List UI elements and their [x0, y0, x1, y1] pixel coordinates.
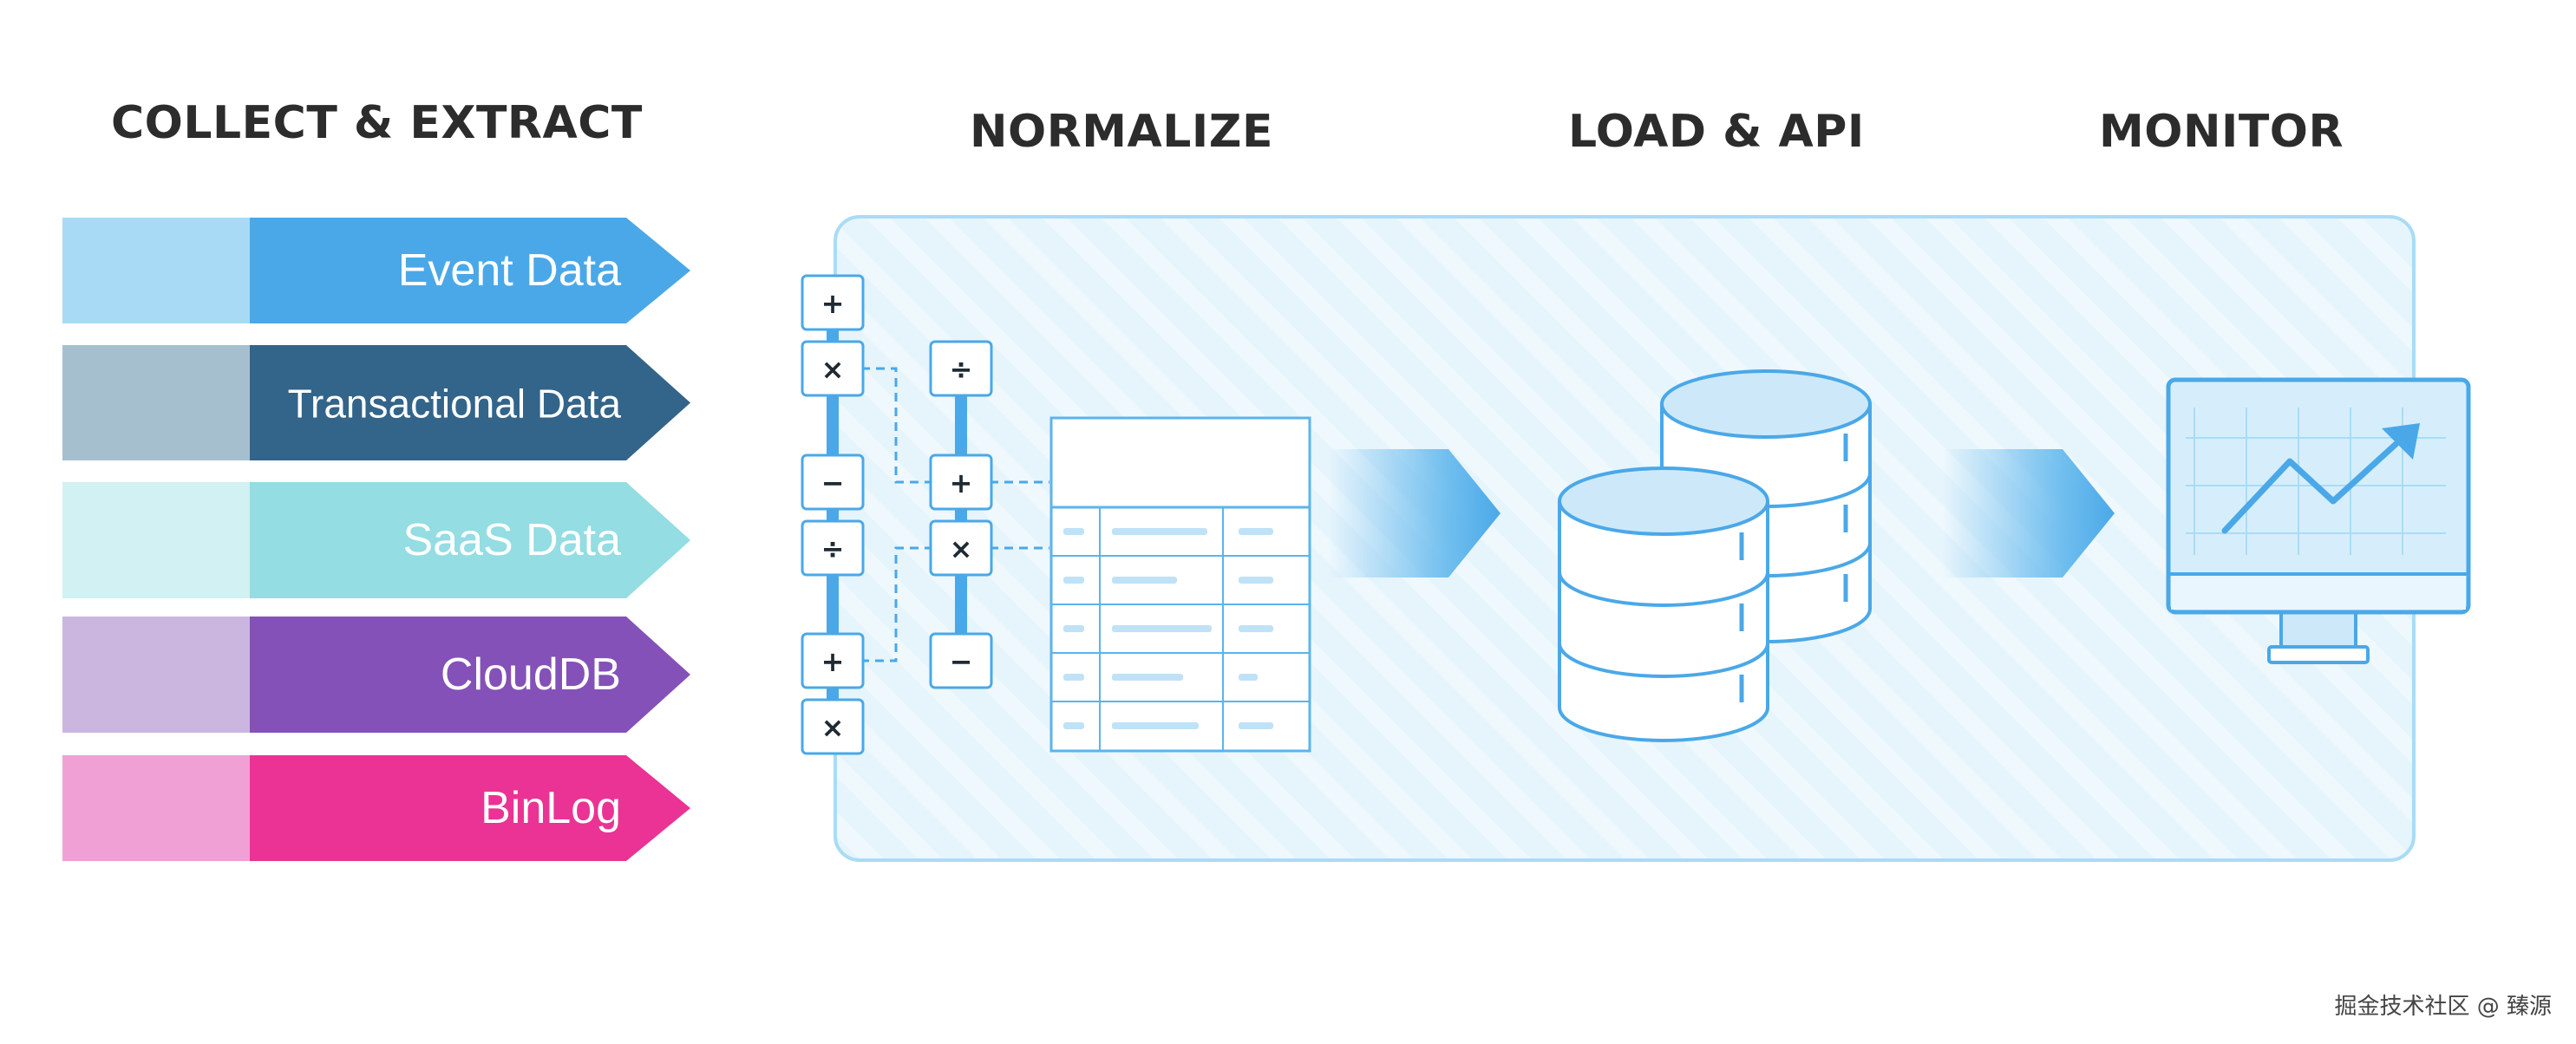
operator-symbol: ×: [950, 532, 973, 565]
operator-symbol: −: [950, 645, 973, 678]
normalized-table: [1049, 416, 1311, 753]
source-arrow-tail: [62, 345, 252, 460]
monitor-icon: [2166, 377, 2471, 664]
operator-box: +: [929, 453, 993, 511]
watermark-text: 掘金技术社区 @ 臻源: [2334, 994, 2552, 1020]
source-arrow-head: [250, 482, 690, 598]
flow-arrow-load-to-monitor: [1943, 449, 2115, 577]
operator-column-a: + × − ÷ + ×: [801, 274, 865, 755]
operator-box: +: [801, 274, 865, 331]
stage-heading-normalize: NORMALIZE: [970, 106, 1273, 158]
operator-symbol: +: [950, 467, 973, 499]
operator-box: −: [801, 453, 865, 511]
database-front-icon: [1558, 467, 1769, 742]
operator-box: ×: [929, 519, 993, 577]
source-arrow-tail: [62, 755, 252, 861]
stage-heading-monitor: MONITOR: [2099, 106, 2344, 158]
source-arrow-head: [250, 755, 690, 861]
operator-box: ÷: [801, 519, 865, 577]
operator-box: ÷: [929, 340, 993, 397]
source-arrow-1: Event Data: [62, 218, 690, 323]
flow-arrow-normalize-to-load: [1329, 449, 1500, 577]
operator-box: −: [929, 632, 993, 689]
operator-symbol: −: [821, 467, 845, 499]
source-label: Event Data: [398, 245, 621, 296]
source-arrow-2: Transactional Data: [62, 345, 690, 460]
stage-heading-collect: COLLECT & EXTRACT: [111, 97, 643, 149]
operator-symbol: +: [821, 287, 845, 320]
source-arrow-tail: [62, 617, 252, 733]
source-arrow-head: [250, 345, 690, 460]
operator-symbol: ÷: [950, 353, 973, 386]
source-arrow-5: BinLog: [62, 755, 690, 861]
stage-heading-load: LOAD & API: [1568, 106, 1865, 158]
operator-symbol: ÷: [821, 532, 845, 565]
source-arrow-4: CloudDB: [62, 617, 690, 733]
operator-connectors: [861, 367, 1049, 662]
operator-box: +: [801, 632, 865, 689]
source-label: SaaS Data: [403, 515, 622, 565]
operator-symbol: ×: [821, 353, 845, 386]
source-arrow-head: [250, 218, 690, 323]
source-label: BinLog: [481, 783, 621, 833]
operator-box: ×: [801, 698, 865, 755]
source-arrow-head: [250, 617, 690, 733]
operator-symbol: +: [821, 645, 845, 678]
source-arrow-tail: [62, 482, 252, 598]
source-arrow-3: SaaS Data: [62, 482, 690, 598]
source-arrow-tail: [62, 218, 252, 323]
source-label: Transactional Data: [288, 382, 622, 427]
source-label: CloudDB: [441, 649, 621, 700]
operator-box: ×: [801, 340, 865, 397]
operator-symbol: ×: [821, 711, 845, 744]
operator-column-b: ÷ + × −: [929, 340, 993, 689]
